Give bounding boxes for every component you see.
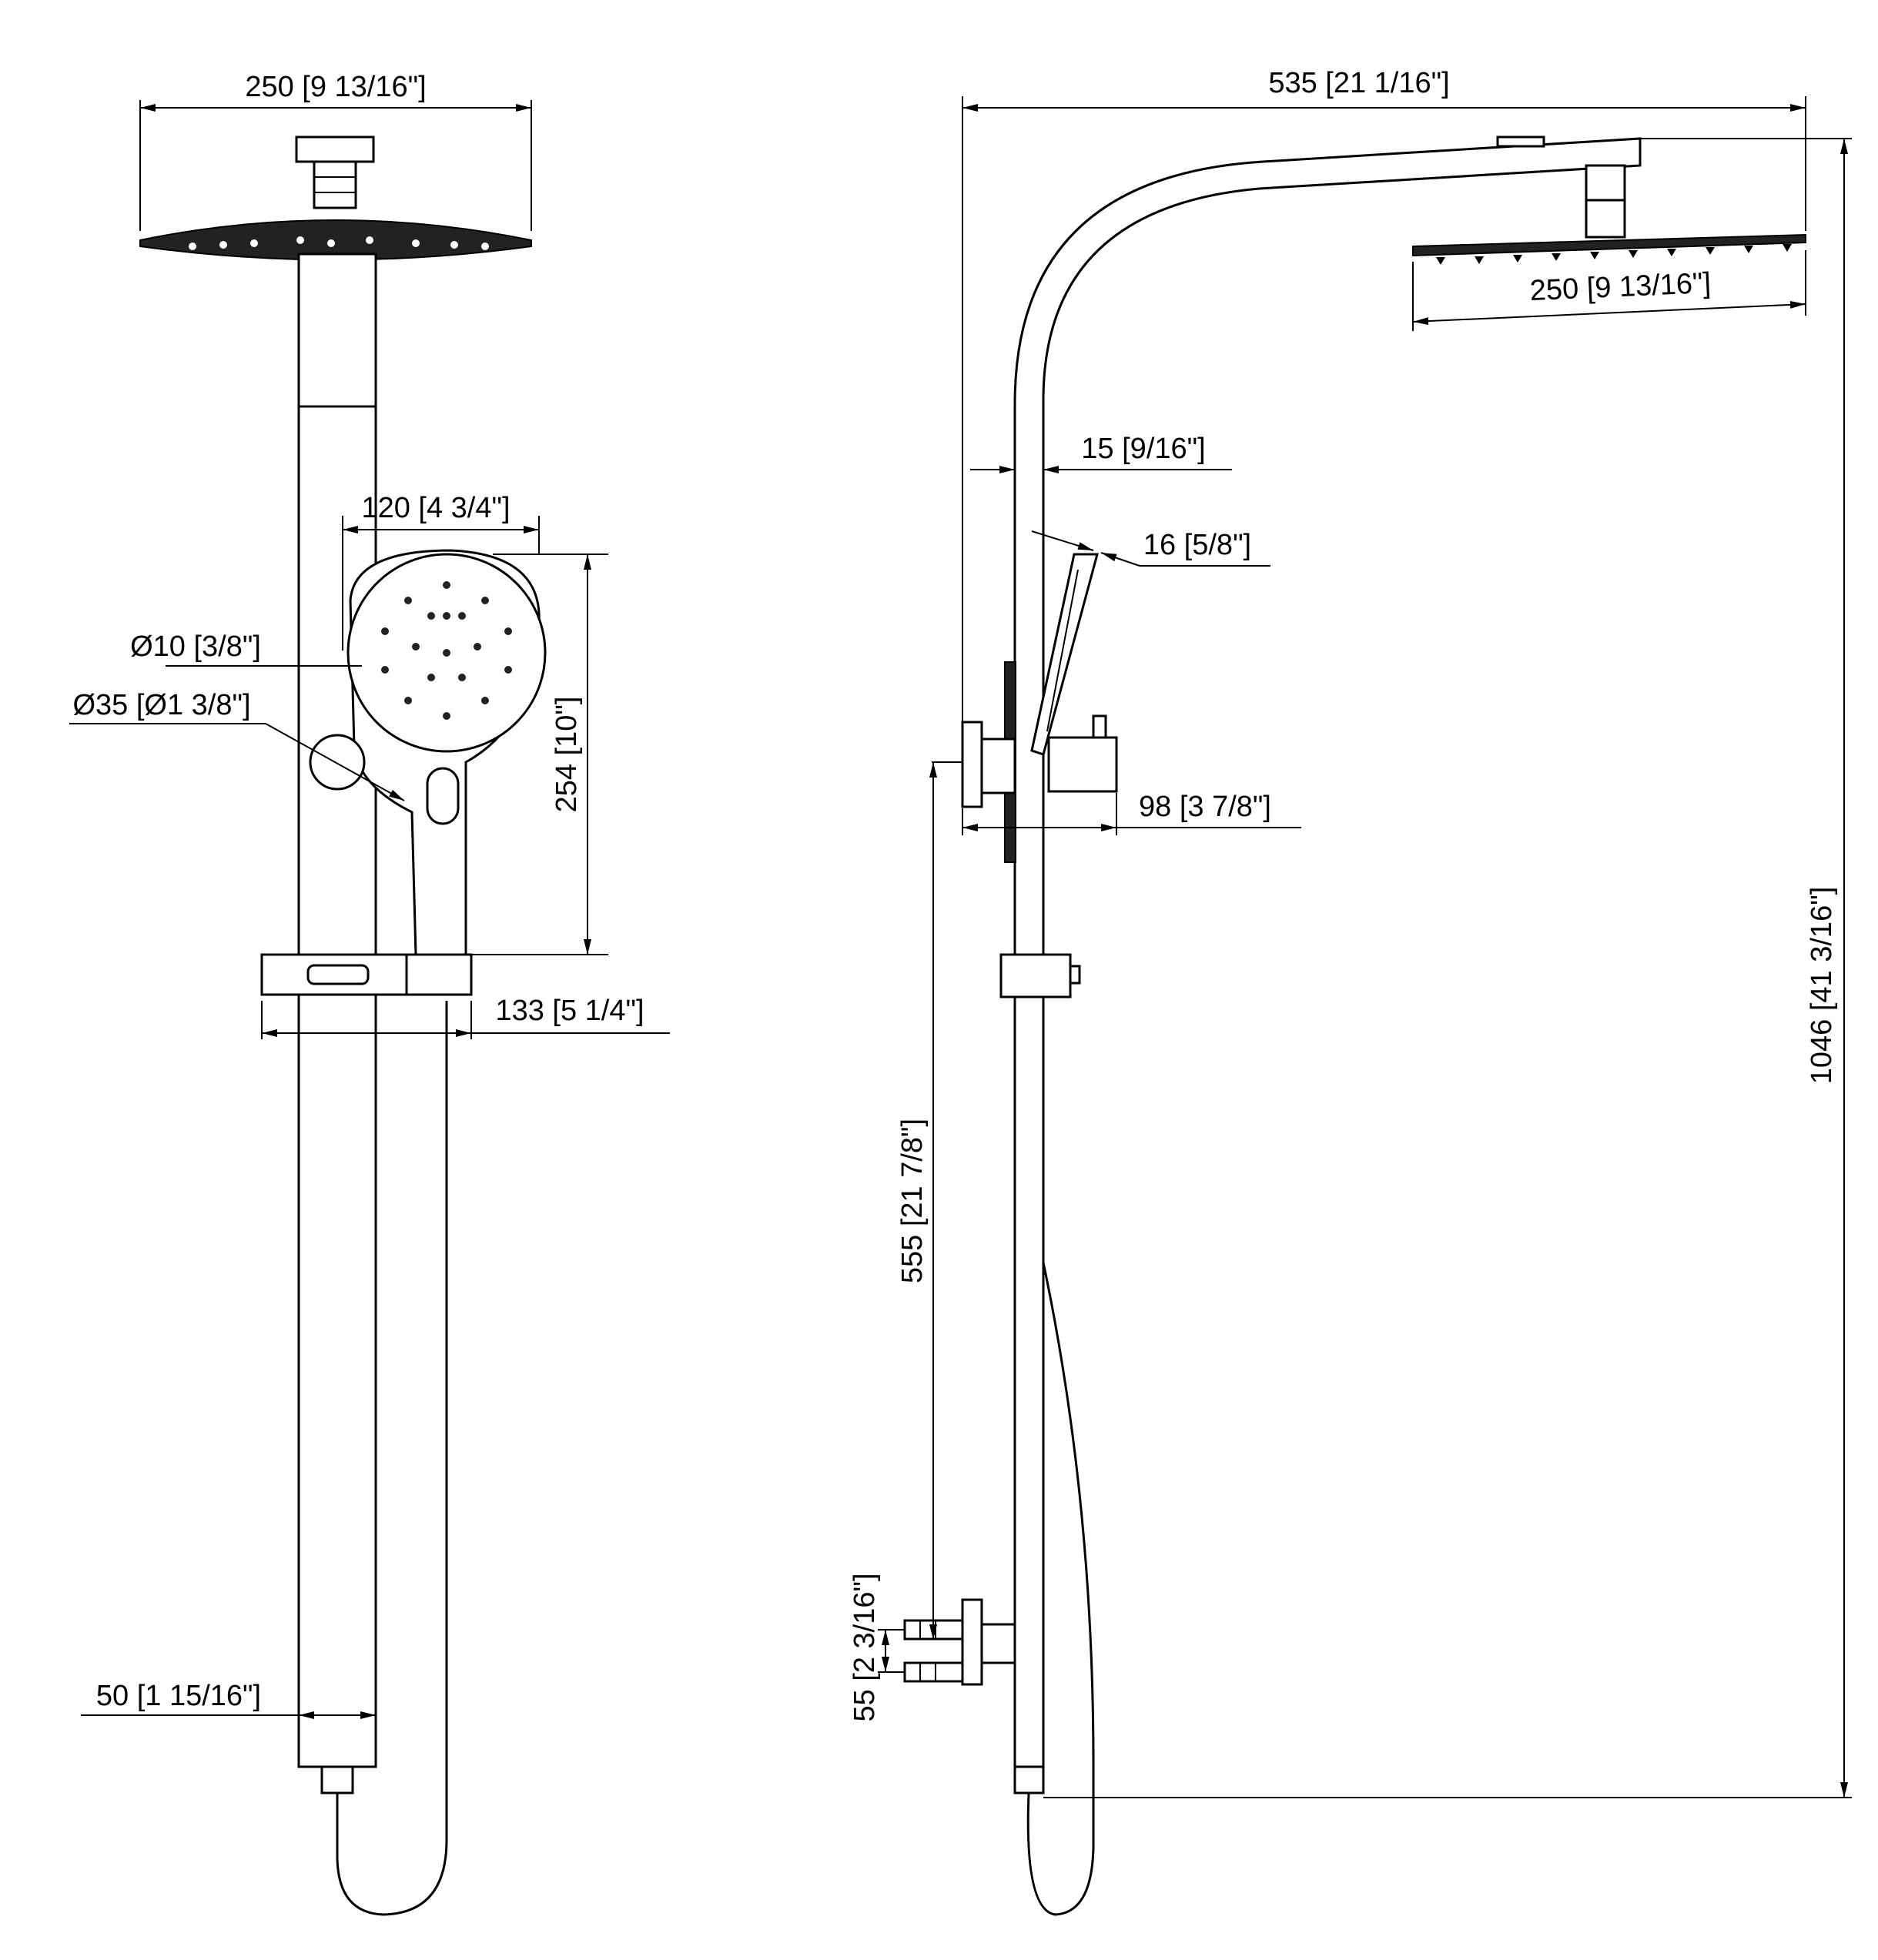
side-arm-cap (1496, 135, 1545, 148)
front-rail-diameter-label: Ø35 [Ø1 3/8"] (72, 689, 250, 721)
side-bracket-arm (980, 738, 1016, 794)
side-arm-and-rail (1013, 137, 1642, 1768)
side-bracket-projection-label: 98 [3 7/8"] (1139, 791, 1271, 823)
front-ceiling-mount (295, 135, 375, 163)
side-head-connector (1585, 164, 1626, 202)
side-inlet-centers-label: 55 [2 3/16"] (849, 1573, 881, 1721)
side-rain-head (1412, 233, 1806, 257)
side-hand-shower-thickness-label: 16 [5/8"] (1143, 529, 1251, 561)
front-inlet-nut (320, 1765, 354, 1794)
side-dimensions: 535 [21 1/16"] 250 [9 13/16"] 15 [9/16"]… (849, 67, 1852, 1798)
side-arm-thickness-label: 15 [9/16"] (1081, 433, 1205, 465)
front-hand-shower-nozzles (381, 581, 512, 720)
side-bottom-nut (1013, 1765, 1045, 1794)
front-head-connector (313, 160, 357, 209)
side-hand-shower (1030, 553, 1099, 756)
front-hose (336, 1001, 448, 1916)
side-slider-block (1047, 736, 1118, 793)
front-hand-shower-button (426, 767, 460, 825)
side-lower-slider (999, 953, 1072, 998)
front-rain-head-width-label: 250 [9 13/16"] (245, 71, 426, 103)
front-dimensions: 250 [9 13/16"] 120 [4 3/4"] Ø10 [3/8"] Ø… (69, 71, 670, 1719)
front-rail (297, 253, 377, 1768)
side-hose (1026, 1262, 1095, 1916)
front-hand-shower-length-label: 254 [10"] (551, 697, 583, 813)
side-bottom-elbow (980, 1623, 1016, 1664)
front-holder-ring (309, 734, 366, 791)
side-slider-knob (1092, 714, 1107, 739)
side-view (903, 135, 1806, 1916)
side-bracket-height-label: 555 [21 7/8"] (896, 1119, 929, 1283)
side-overall-height-label: 1046 [41 3/16"] (1806, 887, 1838, 1084)
side-bottom-wall-plate (961, 1598, 983, 1686)
side-rain-head-width-label: 250 [9 13/16"] (1529, 267, 1712, 307)
side-lower-slider-knob (1069, 965, 1081, 985)
side-head-swivel (1585, 199, 1626, 239)
front-hose-diameter-label: Ø10 [3/8"] (130, 630, 261, 663)
side-rain-head-nozzles (1436, 244, 1792, 265)
front-hand-shower-width-label: 120 [4 3/4"] (361, 492, 510, 524)
side-overall-projection-label: 535 [21 1/16"] (1268, 67, 1449, 99)
front-view (139, 135, 547, 1916)
front-shelf-width-label: 133 [5 1/4"] (495, 995, 644, 1027)
front-rail-width-label: 50 [1 15/16"] (96, 1680, 261, 1712)
side-wall-plate (961, 721, 983, 808)
front-shelf-slot (306, 964, 370, 985)
front-rain-head (139, 219, 532, 261)
front-rain-head-nozzles (189, 236, 489, 250)
